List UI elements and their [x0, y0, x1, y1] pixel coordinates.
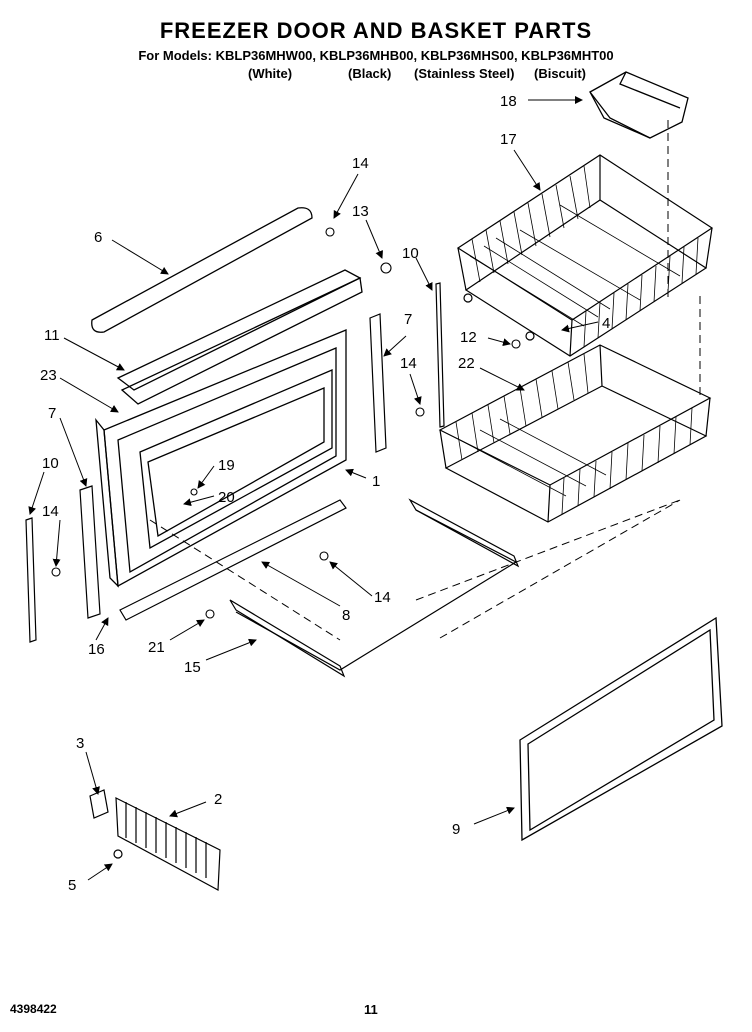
callout-20: 20 — [218, 489, 235, 506]
callout-18: 18 — [500, 93, 517, 110]
upper-wire-basket — [456, 154, 714, 357]
callout-4: 4 — [602, 315, 610, 332]
top-trim — [91, 207, 363, 405]
door-gasket — [519, 616, 723, 842]
callout-10: 10 — [402, 245, 419, 262]
callout-1: 1 — [372, 473, 380, 490]
model-list: For Models: KBLP36MHW00, KBLP36MHB00, KB… — [138, 48, 614, 63]
callout-16: 16 — [88, 641, 105, 658]
callout-7: 7 — [48, 405, 56, 422]
page-title: FREEZER DOOR AND BASKET PARTS — [159, 18, 593, 43]
callout-14: 14 — [374, 589, 391, 606]
callout-5: 5 — [68, 877, 76, 894]
freezer-bin — [589, 71, 689, 139]
callout-13: 13 — [352, 203, 369, 220]
side-trims — [25, 282, 445, 643]
finish-stainless: (Stainless Steel) — [414, 66, 515, 81]
callout-14: 14 — [352, 155, 369, 172]
leader-lines — [28, 96, 599, 881]
callout-21: 21 — [148, 639, 165, 656]
callout-15: 15 — [184, 659, 201, 676]
callout-6: 6 — [94, 229, 102, 246]
finish-white: (White) — [248, 66, 293, 81]
finish-biscuit: (Biscuit) — [534, 66, 586, 81]
callout-9: 9 — [452, 821, 460, 838]
callout-23: 23 — [40, 367, 57, 384]
callout-numbers: 18 17 14 13 10 6 11 23 7 10 14 7 14 22 1… — [40, 93, 610, 894]
lower-wire-basket — [438, 344, 712, 523]
callout-14: 14 — [42, 503, 59, 520]
callout-7: 7 — [404, 311, 412, 328]
door-frame — [95, 329, 347, 588]
basket-divider — [89, 789, 221, 891]
callout-14: 14 — [400, 355, 417, 372]
alignment-lines — [149, 120, 701, 641]
document-number: 4398422 — [10, 1002, 57, 1016]
callout-3: 3 — [76, 735, 84, 752]
callout-8: 8 — [342, 607, 350, 624]
callout-19: 19 — [218, 457, 235, 474]
finish-black: (Black) — [348, 66, 392, 81]
page-number: 11 — [364, 1002, 378, 1017]
callout-22: 22 — [458, 355, 475, 372]
callout-10: 10 — [42, 455, 59, 472]
screws — [51, 227, 521, 619]
bottom-trims-and-slides — [119, 498, 520, 678]
callout-11: 11 — [44, 327, 60, 344]
callout-17: 17 — [500, 131, 517, 148]
callout-12: 12 — [460, 329, 477, 346]
callout-2: 2 — [214, 791, 222, 808]
